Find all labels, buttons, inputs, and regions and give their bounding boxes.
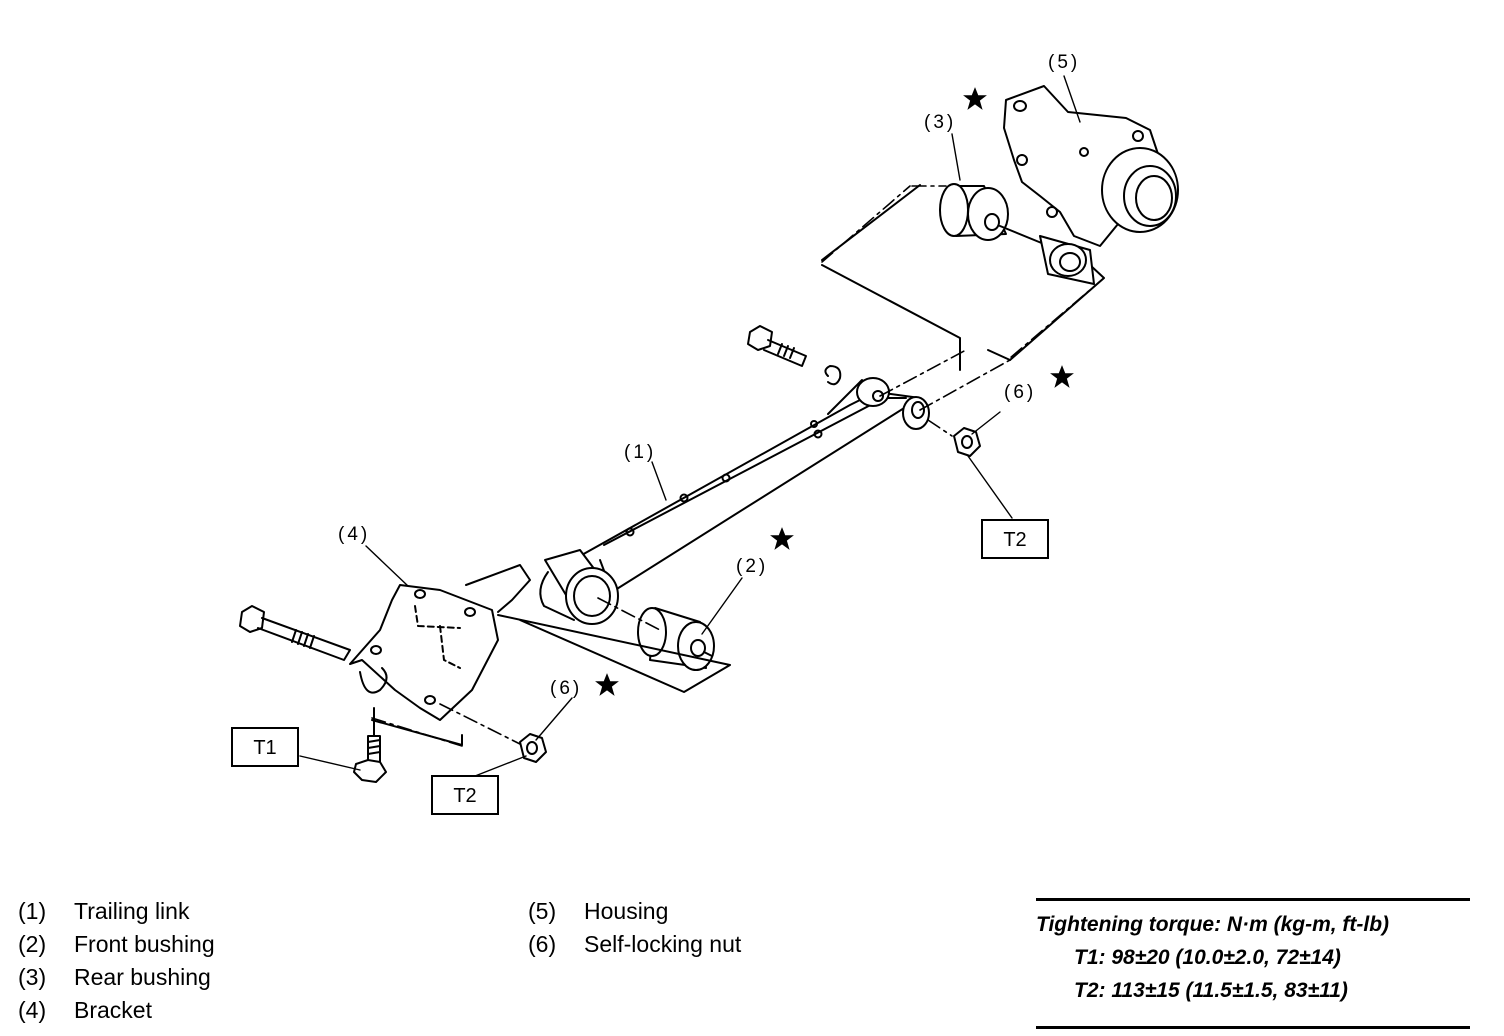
callout-5: (5): [1048, 52, 1080, 73]
torque-spec-t2: T2: 113±15 (11.5±1.5, 83±11): [1074, 979, 1348, 1002]
legend-name: Trailing link: [74, 898, 190, 924]
torque-box-t2-front: T2: [431, 775, 499, 815]
legend-item: (3) Rear bushing: [18, 964, 215, 997]
legend-name: Bracket: [74, 997, 152, 1023]
callout-3: (3): [924, 112, 956, 133]
bracket: [349, 584, 499, 721]
legend-number: (4): [18, 997, 47, 1023]
front-self-locking-nut: [519, 733, 547, 763]
lower-bolt: [353, 707, 387, 783]
torque-spec: Tightening torque: N·m (kg-m, ft-lb) T1:…: [1036, 898, 1470, 1029]
legend-item: (1) Trailing link: [18, 898, 215, 931]
star-icon: [1050, 365, 1074, 388]
callout-6-rear: (6): [1004, 382, 1036, 403]
rear-self-locking-nut: [953, 427, 981, 457]
torque-spec-t1: T1: 98±20 (10.0±2.0, 72±14): [1074, 946, 1341, 969]
star-icon: [595, 673, 619, 696]
legend-name: Front bushing: [74, 931, 215, 957]
torque-box-t2-rear-label: T2: [1003, 529, 1026, 551]
legend-item: (6) Self-locking nut: [528, 931, 741, 964]
callout-6-front: (6): [550, 678, 582, 699]
legend-number: (1): [18, 898, 47, 924]
legend-name: Self-locking nut: [584, 931, 742, 957]
legend-right: (5) Housing (6) Self-locking nut: [528, 898, 741, 964]
legend-name: Rear bushing: [74, 964, 211, 990]
torque-box-t2-rear: T2: [981, 519, 1049, 559]
front-bolt: [239, 605, 351, 661]
rear-bolt: [747, 325, 842, 386]
legend-number: (6): [528, 931, 557, 957]
torque-box-t2-front-label: T2: [453, 785, 476, 807]
leader-lines: [299, 75, 1081, 779]
housing: [1003, 85, 1179, 285]
legend-number: (2): [18, 931, 47, 957]
torque-box-t1-label: T1: [253, 737, 276, 759]
callout-2: (2): [736, 556, 768, 577]
legend-item: (4) Bracket: [18, 997, 215, 1030]
star-icon: [770, 527, 794, 550]
callout-4: (4): [338, 524, 370, 545]
legend-name: Housing: [584, 898, 669, 924]
torque-box-t1: T1: [231, 727, 299, 767]
legend-item: (2) Front bushing: [18, 931, 215, 964]
callout-1: (1): [624, 442, 656, 463]
front-bushing: [637, 607, 715, 671]
legend-number: (5): [528, 898, 557, 924]
trailing-link: [579, 377, 930, 593]
star-icon: [963, 87, 987, 110]
center-lines: [371, 185, 1105, 747]
rear-bushing: [939, 183, 1045, 245]
legend-number: (3): [18, 964, 47, 990]
torque-spec-title: Tightening torque: N·m (kg-m, ft-lb): [1036, 913, 1390, 936]
legend-left: (1) Trailing link (2) Front bushing (3) Rea…: [18, 898, 215, 1030]
link-front-eye: [539, 549, 619, 625]
legend-item: (5) Housing: [528, 898, 741, 931]
exploded-view-diagram: (1) (2) (3) (4) (5) (6) (6) T1 T2 T2: [231, 52, 1179, 815]
